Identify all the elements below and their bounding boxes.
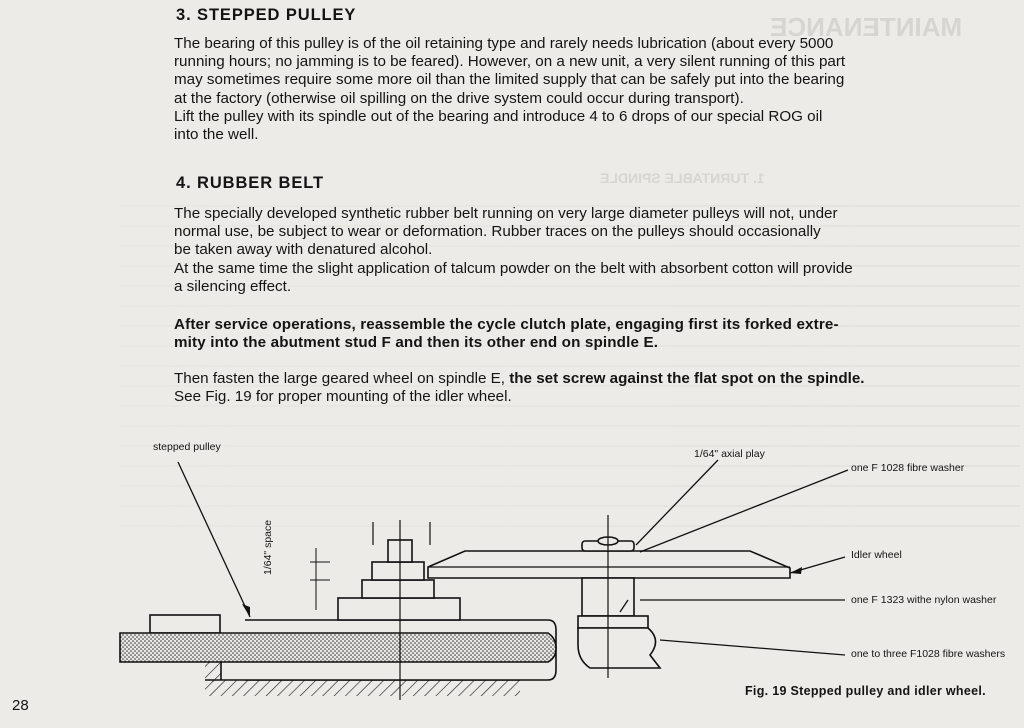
text-line: may sometimes require some more oil than… <box>174 71 845 89</box>
text-line: normal use, be subject to wear or deform… <box>174 223 821 241</box>
text-line: into the well. <box>174 126 259 144</box>
label-fibre-washer: one F 1028 fibre washer <box>851 462 965 474</box>
text-line: running hours; no jamming is to be feare… <box>174 53 846 71</box>
label-idler-wheel: Idler wheel <box>851 549 902 561</box>
label-fibre-washers: one to three F1028 fibre washers <box>851 648 1006 660</box>
fasten-text: Then fasten the large geared wheel on sp… <box>174 370 505 387</box>
label-nylon-washer: one F 1323 withe nylon washer <box>851 594 997 606</box>
label-stepped-pulley: stepped pulley <box>153 441 221 453</box>
service-note: After service operations, reassemble the… <box>174 316 1016 352</box>
figure-19-diagram <box>119 459 849 700</box>
figure-caption: Fig. 19 Stepped pulley and idler wheel. <box>745 684 986 698</box>
section-heading-rubber-belt: 4. RUBBER BELT <box>176 174 324 192</box>
fasten-bold-text: the set screw against the flat spot on t… <box>504 370 865 387</box>
bleed-through-subtitle: 1. TURNTABLE SPINDLE <box>600 170 765 186</box>
label-space: 1/64" space <box>262 519 274 575</box>
text-line: mity into the abutment stud F and then i… <box>174 334 659 352</box>
text-line: See Fig. 19 for proper mounting of the i… <box>174 388 512 406</box>
section-heading-stepped-pulley: 3. STEPPED PULLEY <box>176 6 357 24</box>
text-line: be taken away with denatured alcohol. <box>174 241 433 259</box>
text-line: The specially developed synthetic rubber… <box>174 205 838 222</box>
text-line: At the same time the slight application … <box>174 259 853 277</box>
text-line: at the factory (otherwise oil spilling o… <box>174 89 744 107</box>
page-number: 28 <box>12 697 29 714</box>
text-line: a silencing effect. <box>174 277 292 295</box>
text-line: After service operations, reassemble the… <box>174 316 839 333</box>
text-line: Lift the pulley with its spindle out of … <box>174 107 823 125</box>
text-line: The bearing of this pulley is of the oil… <box>174 35 834 52</box>
fasten-instructions: Then fasten the large geared wheel on sp… <box>174 370 1016 406</box>
text-line: Then fasten the large geared wheel on sp… <box>174 370 1016 388</box>
label-axial-play: 1/64" axial play <box>694 448 765 460</box>
section-body-rubber-belt: The specially developed synthetic rubber… <box>174 205 1016 296</box>
section-body-stepped-pulley: The bearing of this pulley is of the oil… <box>174 35 1016 144</box>
